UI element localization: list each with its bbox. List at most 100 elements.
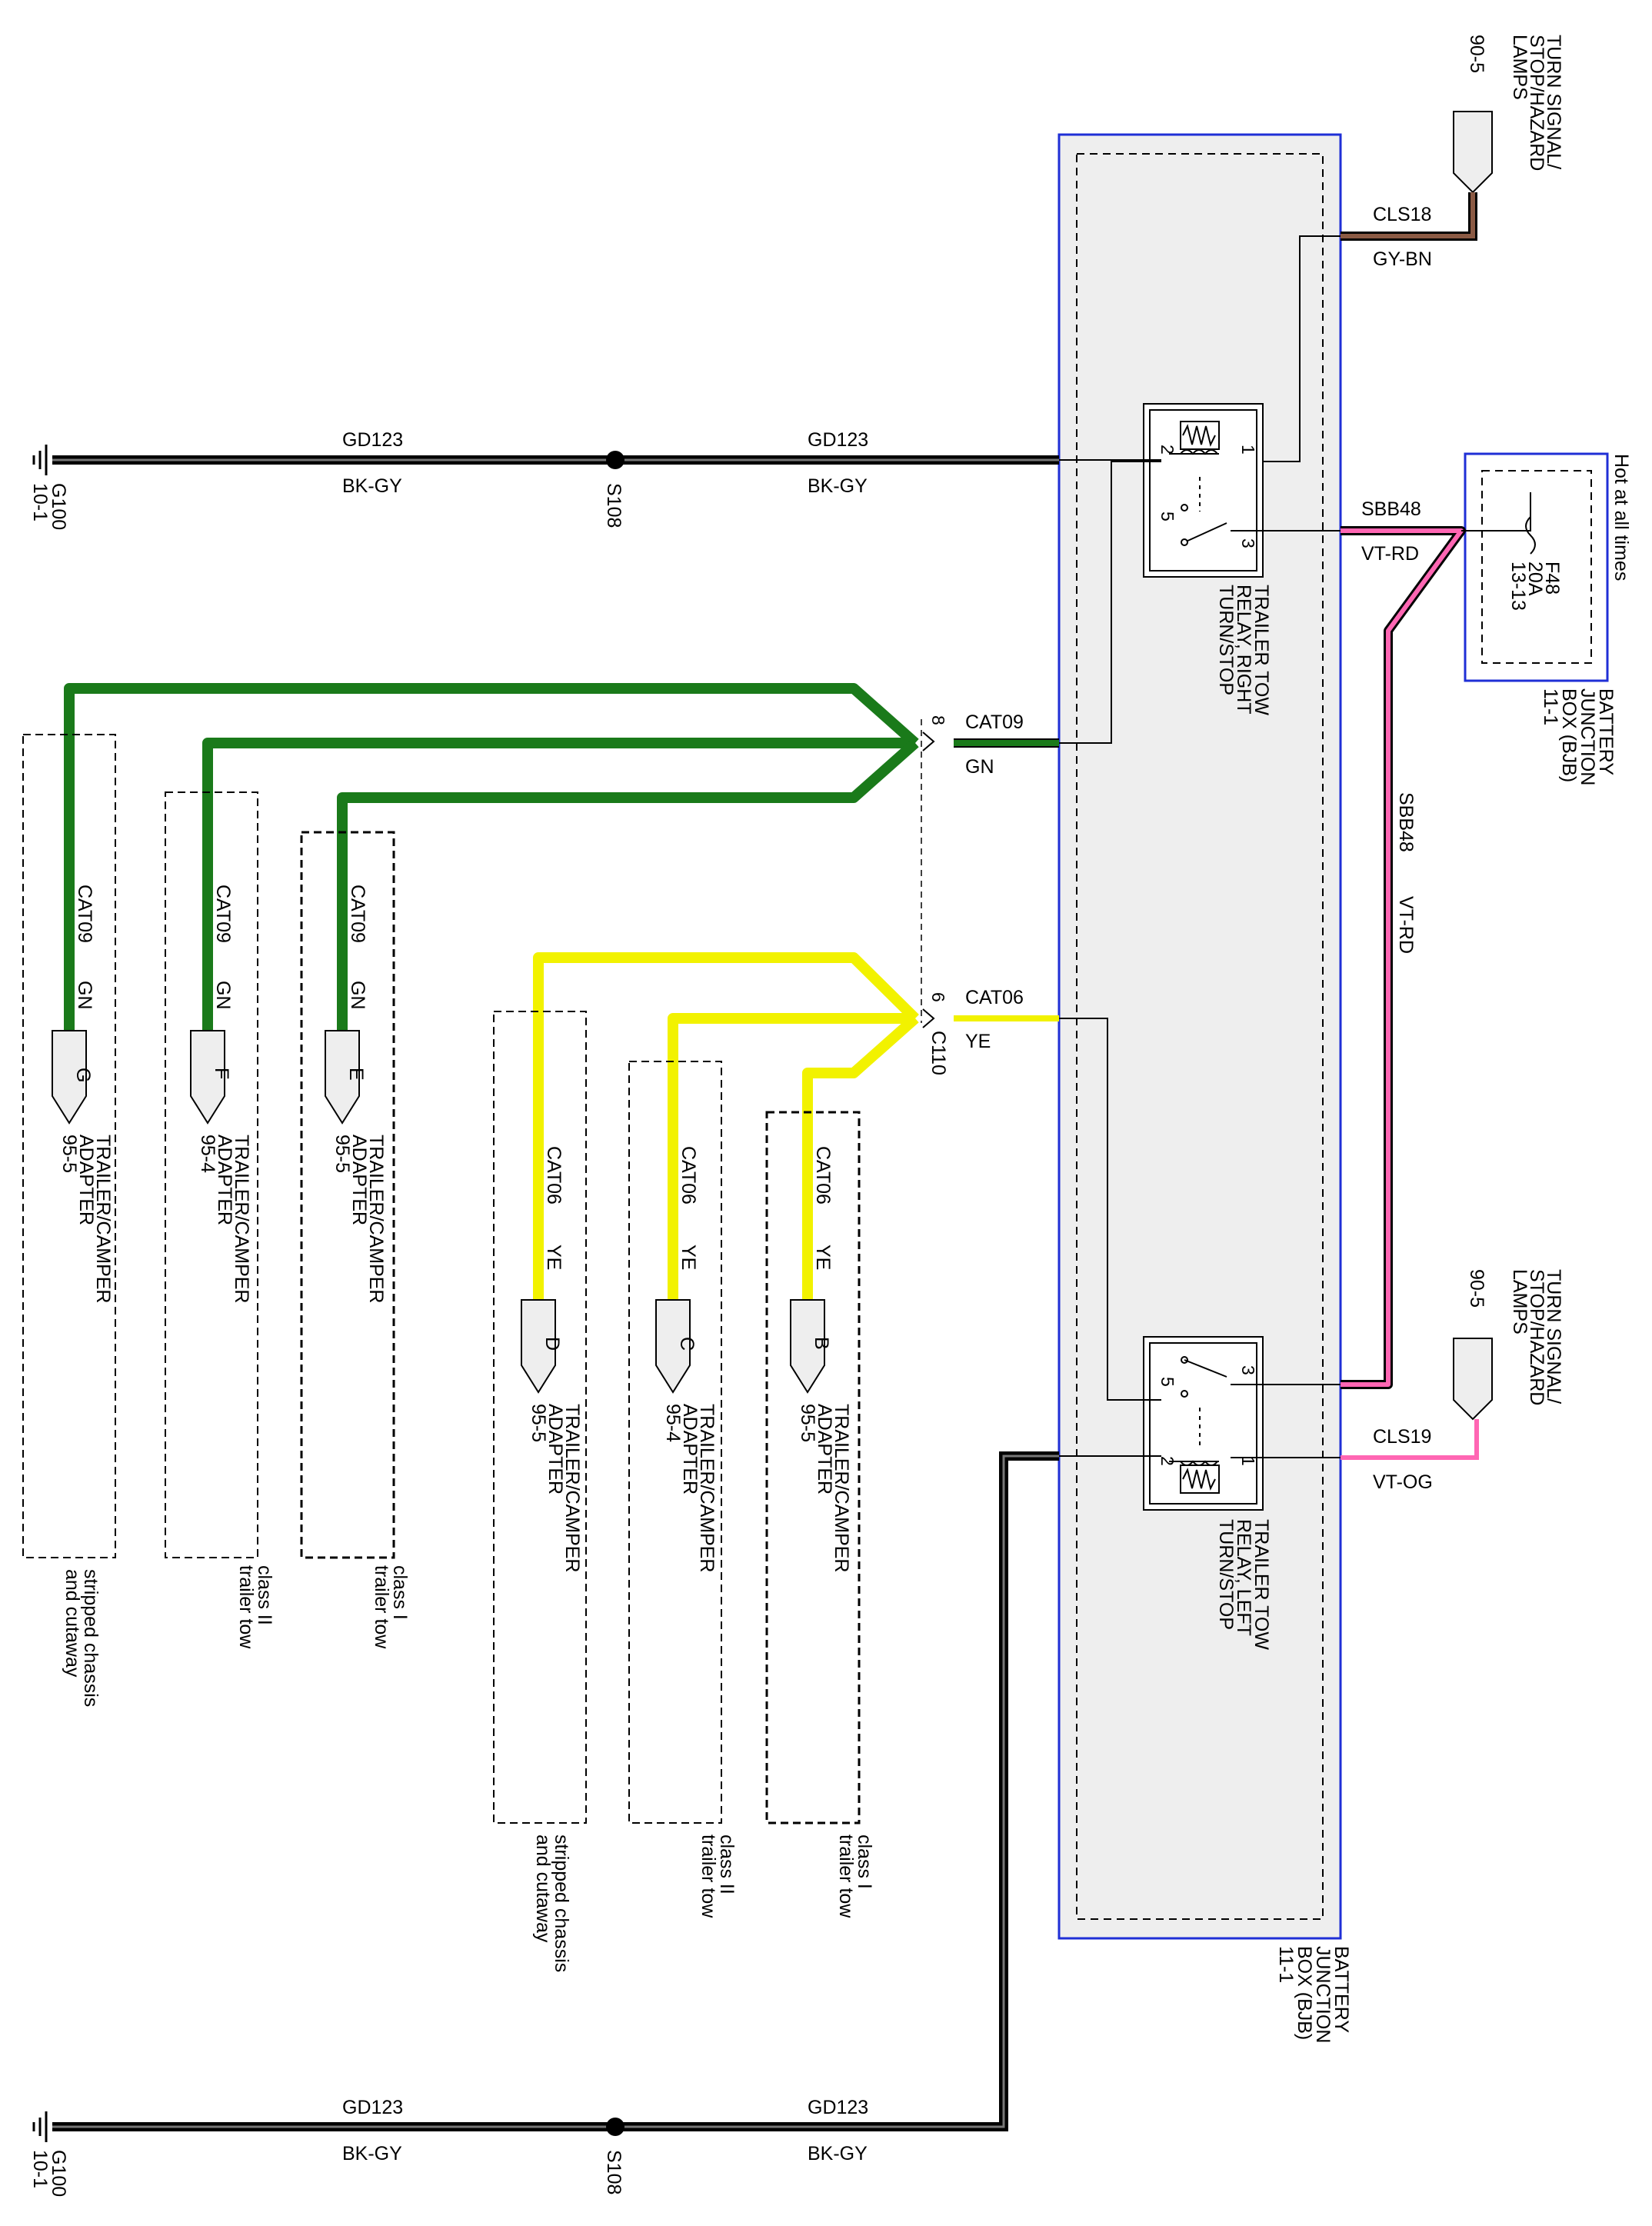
adapter-b: CAT06 YE B TRAILER/CAMPER ADAPTER 95-5 c…	[790, 1146, 875, 1918]
cat06-color: YE	[965, 1031, 991, 1052]
relay-left-title-2: RELAY, LEFT	[1233, 1519, 1254, 1636]
adapter-c-circuit: CAT06	[678, 1146, 699, 1205]
adapter-b-color: YE	[812, 1245, 834, 1270]
adapter-b-circuit: CAT06	[812, 1146, 834, 1205]
adapter-g-variant-2: and cutaway	[62, 1569, 83, 1678]
lamp-top-ref: 90-5	[1466, 35, 1487, 73]
adapter-e-id: E	[345, 1068, 367, 1081]
adapter-c-title-1: TRAILER/CAMPER	[696, 1404, 718, 1572]
wire-gd123-top: GD123 BK-GY GD123 BK-GY S108	[52, 429, 1161, 528]
sbb48-h-circuit: SBB48	[1361, 498, 1421, 520]
adapter-b-variant-1: class I	[854, 1834, 875, 1889]
adapter-c-color: YE	[678, 1245, 699, 1270]
relay-left-pin-1: 1	[1238, 1456, 1258, 1466]
adapter-e-title-2: ADAPTER	[348, 1135, 370, 1225]
lamp-bot-title-1: TURN SIGNAL/	[1543, 1269, 1564, 1404]
cls19-color: VT-OG	[1373, 1471, 1433, 1493]
adapter-d-title-1: TRAILER/CAMPER	[561, 1404, 583, 1572]
cls19-circuit: CLS19	[1373, 1426, 1431, 1448]
relay-right: 1 2 5 3 TRAILER TOW RELAY, RIGHT TURN/ST…	[1143, 403, 1272, 715]
splice-top-dot	[606, 451, 624, 469]
relay-right-title-1: TRAILER TOW	[1251, 585, 1272, 715]
c110-label: C110	[928, 1031, 949, 1075]
relay-left: 3 5 2 1 TRAILER TOW RELAY, LEFT TURN/STO…	[1143, 1336, 1272, 1650]
adapter-e-title-1: TRAILER/CAMPER	[365, 1135, 387, 1303]
adapter-b-title-1: TRAILER/CAMPER	[831, 1404, 852, 1572]
sbb48-v-circuit: SBB48	[1395, 792, 1417, 852]
cat09-color: GN	[965, 756, 994, 778]
bjb-title-3: BOX (BJB)	[1294, 1946, 1315, 2040]
adapter-f-title-2: ADAPTER	[214, 1135, 235, 1225]
ground-top: G100 10-1	[29, 445, 69, 530]
ground-top-name: G100	[48, 483, 69, 530]
wire-cls18: CLS18 GY-BN	[1231, 192, 1477, 462]
adapter-f-id: F	[211, 1068, 232, 1079]
gd-bot-right-circuit: GD123	[808, 2097, 868, 2118]
splice-top-label: S108	[603, 483, 624, 528]
adapter-g-title-1: TRAILER/CAMPER	[92, 1135, 114, 1303]
lamp-top-title-2: STOP/HAZARD	[1526, 35, 1547, 171]
adapter-g-title-3: 95-5	[58, 1135, 80, 1173]
gd-bot-left-color: BK-GY	[342, 2143, 402, 2164]
lamp-top-title-1: TURN SIGNAL/	[1543, 35, 1564, 169]
lamp-connector-bottom: TURN SIGNAL/ STOP/HAZARD LAMPS 90-5	[1453, 1269, 1564, 1421]
wire-sbb48: SBB48 VT-RD SBB48 VT-RD	[1231, 492, 1531, 1389]
gd-top-right-color: BK-GY	[808, 475, 868, 497]
cat06-circuit: CAT06	[965, 987, 1024, 1008]
relay-right-pin-2: 2	[1157, 445, 1177, 455]
lamp-bot-title-2: STOP/HAZARD	[1526, 1269, 1547, 1405]
gd-bot-left-circuit: GD123	[342, 2097, 403, 2118]
fuse-box-title-2: JUNCTION	[1577, 688, 1598, 785]
fuse-icon	[1525, 516, 1536, 555]
gd-bot-right-color: BK-GY	[808, 2143, 868, 2164]
adapter-c-id: C	[676, 1337, 698, 1351]
gd-top-right-circuit: GD123	[808, 429, 868, 451]
splice-bottom-dot	[606, 2118, 624, 2136]
adapter-g-id: G	[72, 1068, 94, 1082]
wire-cat06: CAT06 YE	[533, 952, 1161, 1401]
adapter-d-id: D	[541, 1337, 563, 1351]
gd-top-left-color: BK-GY	[342, 475, 402, 497]
lamp-connector-top: TURN SIGNAL/ STOP/HAZARD LAMPS 90-5	[1453, 35, 1564, 194]
adapter-b-variant-2: trailer tow	[835, 1834, 857, 1918]
fuse-box-title-4: 11-1	[1540, 688, 1561, 725]
adapter-c-variant-2: trailer tow	[698, 1834, 719, 1918]
adapter-c-title-3: 95-4	[662, 1404, 684, 1442]
relay-left-pin-2: 2	[1157, 1456, 1177, 1466]
bjb-title-4: 11-1	[1275, 1946, 1297, 1983]
adapter-d-circuit: CAT06	[543, 1146, 565, 1205]
adapter-g-variant-1: stripped chassis	[80, 1569, 102, 1707]
relay-right-coil-icon	[1180, 421, 1220, 455]
fuse-box-title-3: BOX (BJB)	[1558, 688, 1580, 782]
hot-label: Hot at all times	[1610, 454, 1632, 581]
adapter-b-title-2: ADAPTER	[814, 1404, 835, 1495]
fuse-box: F48 20A 13-13 Hot at all times BATTERY J…	[1464, 452, 1632, 785]
relay-right-title-3: TURN/STOP	[1215, 585, 1237, 695]
c110-pin-6: 6	[928, 992, 948, 1002]
adapter-f-color: GN	[212, 981, 234, 1010]
c110-pin-8: 8	[928, 715, 948, 725]
relay-left-title-1: TRAILER TOW	[1251, 1519, 1272, 1650]
adapter-g: CAT09 GN G TRAILER/CAMPER ADAPTER 95-5 s…	[52, 885, 114, 1707]
ground-bottom: G100 10-1	[29, 2111, 69, 2197]
adapter-f-variant-1: class II	[254, 1565, 275, 1625]
fuse-label-2: 20A	[1524, 561, 1546, 596]
cat09-circuit: CAT09	[965, 711, 1024, 733]
adapter-d-variant-1: stripped chassis	[551, 1834, 572, 1972]
adapter-g-title-2: ADAPTER	[75, 1135, 97, 1225]
adapter-c-title-2: ADAPTER	[679, 1404, 701, 1495]
wire-gd123-bottom: GD123 BK-GY GD123 BK-GY S108	[52, 1451, 1161, 2194]
ground-bottom-ref: 10-1	[29, 2150, 51, 2188]
wire-cat09: CAT09 GN	[64, 461, 1161, 1031]
adapter-b-id: B	[811, 1337, 832, 1350]
wire-cls19: CLS19 VT-OG	[1231, 1419, 1479, 1493]
cls18-color: GY-BN	[1373, 248, 1432, 270]
adapter-d-title-2: ADAPTER	[545, 1404, 566, 1495]
adapter-f-circuit: CAT09	[212, 885, 234, 943]
adapter-f-title-1: TRAILER/CAMPER	[231, 1135, 252, 1303]
fuse-label-3: 13-13	[1507, 561, 1529, 611]
gd-top-left-circuit: GD123	[342, 429, 403, 451]
adapter-e-title-3: 95-5	[331, 1135, 353, 1173]
relay-left-pin-3: 3	[1238, 1365, 1258, 1375]
